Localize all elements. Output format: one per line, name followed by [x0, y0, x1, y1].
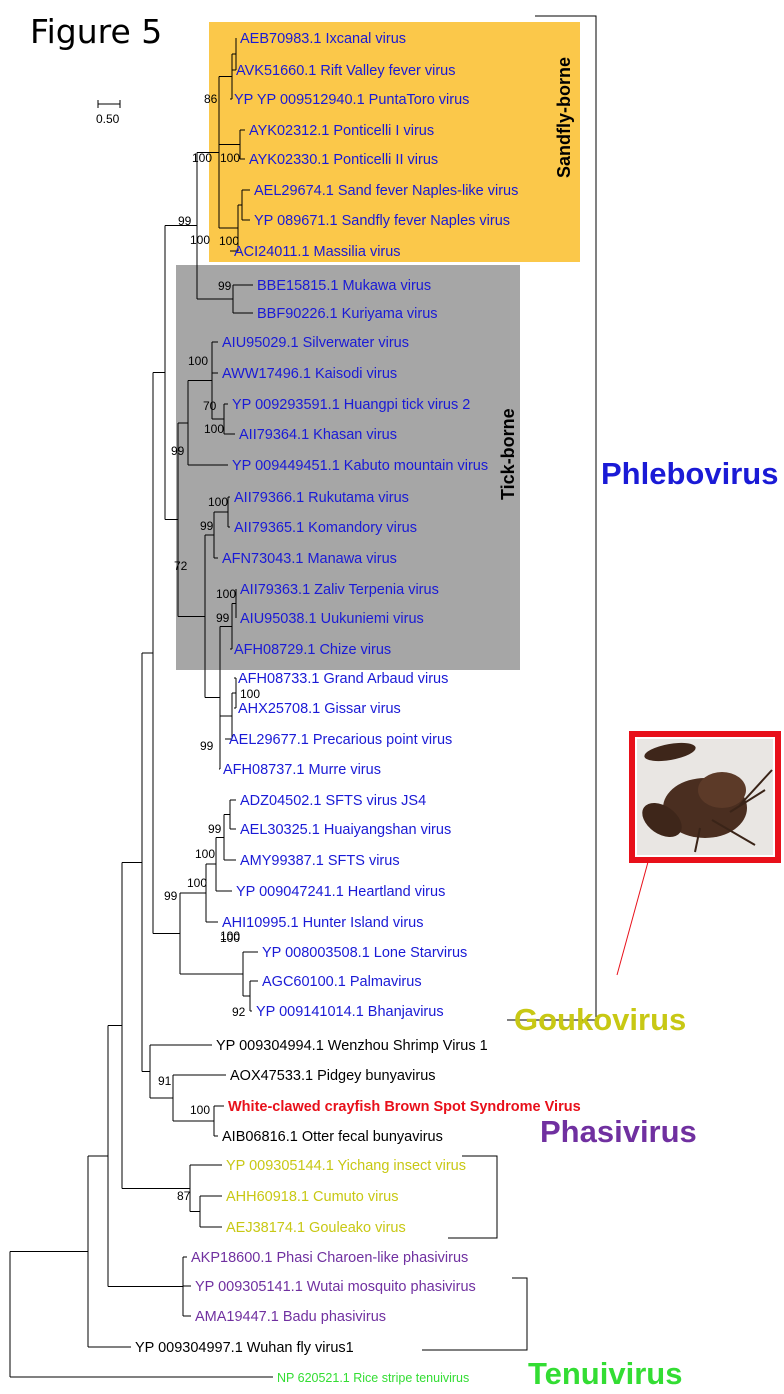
bootstrap-value: 100 [188, 354, 208, 368]
scale-bar: 0.50 [96, 100, 120, 126]
taxon-label: AII79363.1 Zaliv Terpenia virus [240, 582, 439, 598]
bootstrap-value: 100 [240, 687, 260, 701]
taxon-label: AIU95029.1 Silverwater virus [222, 335, 409, 351]
taxon-label: ADZ04502.1 SFTS virus JS4 [240, 793, 426, 809]
taxon-label: YP 009304994.1 Wenzhou Shrimp Virus 1 [216, 1038, 488, 1054]
bootstrap-value: 100 [190, 1103, 210, 1117]
taxon-label: AFN73043.1 Manawa virus [222, 551, 397, 567]
taxon-label: AHX25708.1 Gissar virus [238, 701, 401, 717]
bootstrap-value: 99 [218, 279, 232, 293]
taxon-label: AII79365.1 Komandory virus [234, 520, 417, 536]
bootstrap-value: 100 [208, 495, 228, 509]
bootstrap-value: 100 [220, 931, 240, 945]
tenuivirus-label: Tenuivirus [528, 1356, 682, 1391]
taxon-label: AGC60100.1 Palmavirus [262, 974, 422, 990]
taxon-label: AEL30325.1 Huaiyangshan virus [240, 822, 451, 838]
taxon-label: AMA19447.1 Badu phasivirus [195, 1309, 386, 1325]
taxon-label: AYK02312.1 Ponticelli I virus [249, 123, 434, 139]
bootstrap-value: 72 [174, 559, 188, 573]
taxon-label: YP 009305141.1 Wutai mosquito phasivirus [195, 1279, 476, 1295]
goukovirus-label: Goukovirus [514, 1002, 686, 1037]
taxon-label: YP 009293591.1 Huangpi tick virus 2 [232, 397, 470, 413]
taxon-label: ACI24011.1 Massilia virus [234, 244, 401, 260]
bootstrap-value: 100 [190, 233, 210, 247]
bootstrap-value: 99 [164, 889, 178, 903]
sandfly-borne-label: Sandfly-borne [554, 57, 574, 178]
bootstrap-value: 99 [178, 214, 192, 228]
bootstrap-value: 99 [216, 611, 230, 625]
bootstrap-value: 100 [204, 422, 224, 436]
taxon-label: BBE15815.1 Mukawa virus [257, 278, 431, 294]
taxon-label: YP 008003508.1 Lone Starvirus [262, 945, 467, 961]
taxon-label: AWW17496.1 Kaisodi virus [222, 366, 397, 382]
bootstrap-value: 91 [158, 1074, 172, 1088]
taxon-label: AEL29674.1 Sand fever Naples-like virus [254, 183, 518, 199]
taxon-label: BBF90226.1 Kuriyama virus [257, 306, 438, 322]
taxon-label: AIU95038.1 Uukuniemi virus [240, 611, 424, 627]
taxon-label: AYK02330.1 Ponticelli II virus [249, 152, 438, 168]
tick-borne-label: Tick-borne [498, 408, 518, 500]
taxon-label: YP 009449451.1 Kabuto mountain virus [232, 458, 488, 474]
bootstrap-value: 70 [203, 399, 217, 413]
taxon-label: White-clawed crayfish Brown Spot Syndrom… [228, 1099, 581, 1115]
bootstrap-value: 99 [171, 444, 185, 458]
figure-title: Figure 5 [30, 12, 162, 51]
bootstrap-value: 100 [220, 151, 240, 165]
taxon-label: AVK51660.1 Rift Valley fever virus [236, 63, 455, 79]
bootstrap-value: 100 [192, 151, 212, 165]
bootstrap-value: 86 [204, 92, 218, 106]
taxon-label: AEB70983.1 Ixcanal virus [240, 31, 406, 47]
taxon-label: YP 089671.1 Sandfly fever Naples virus [254, 213, 510, 229]
taxon-label: YP 009305144.1 Yichang insect virus [226, 1158, 466, 1174]
taxon-label: YP 009141014.1 Bhanjavirus [256, 1004, 444, 1020]
crayfish-photo [617, 734, 778, 975]
taxon-label: AII79364.1 Khasan virus [239, 427, 397, 443]
taxon-label: NP 620521.1 Rice stripe tenuivirus [277, 1371, 469, 1385]
bootstrap-value: 87 [177, 1189, 191, 1203]
taxon-label: AEJ38174.1 Gouleako virus [226, 1220, 406, 1236]
bootstrap-value: 92 [232, 1005, 246, 1019]
taxon-label: AHH60918.1 Cumuto virus [226, 1189, 398, 1205]
bootstrap-value: 99 [200, 739, 214, 753]
taxon-label: AMY99387.1 SFTS virus [240, 853, 400, 869]
bootstrap-value: 99 [200, 519, 214, 533]
taxon-label: AFH08737.1 Murre virus [223, 762, 381, 778]
taxon-label: AOX47533.1 Pidgey bunyavirus [230, 1068, 436, 1084]
scale-bar-label: 0.50 [96, 112, 120, 126]
phasivirus-label: Phasivirus [540, 1114, 697, 1149]
taxon-label: YP 009047241.1 Heartland virus [236, 884, 445, 900]
taxon-label: YP 009304997.1 Wuhan fly virus1 [135, 1340, 354, 1356]
bootstrap-value: 100 [216, 587, 236, 601]
taxon-label: AIB06816.1 Otter fecal bunyavirus [222, 1129, 443, 1145]
taxon-label: AHI10995.1 Hunter Island virus [222, 915, 424, 931]
bootstrap-value: 99 [208, 822, 222, 836]
bootstrap-value: 100 [187, 876, 207, 890]
bootstrap-value: 100 [195, 847, 215, 861]
phlebovirus-label: Phlebovirus [601, 456, 778, 491]
taxon-label: YP YP 009512940.1 PuntaToro virus [234, 92, 469, 108]
taxon-label: AFH08729.1 Chize virus [234, 642, 391, 658]
taxon-label: AII79366.1 Rukutama virus [234, 490, 409, 506]
taxon-label: AKP18600.1 Phasi Charoen-like phasivirus [191, 1250, 468, 1266]
taxon-label: AFH08733.1 Grand Arbaud virus [238, 671, 448, 687]
taxon-label: AEL29677.1 Precarious point virus [229, 732, 452, 748]
